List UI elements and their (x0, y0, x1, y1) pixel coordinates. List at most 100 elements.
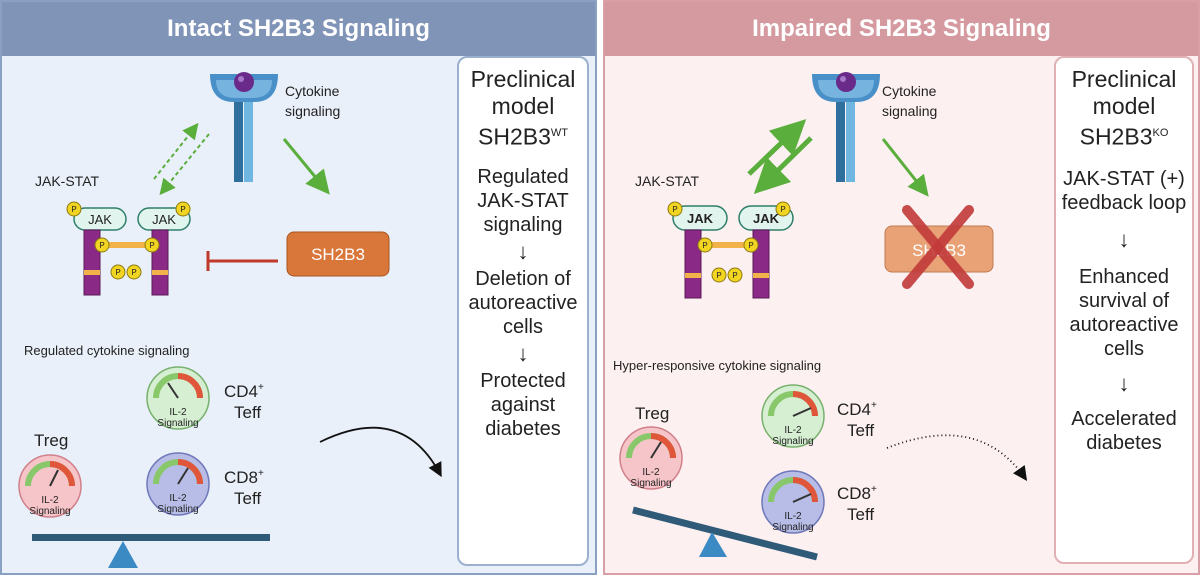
signal-arrow-to-sh2b3 (282, 138, 330, 195)
gauge-label-1: IL-2 (169, 407, 187, 418)
step-3-line-1: Accelerated (1071, 407, 1177, 430)
gauge-label-1: IL-2 (784, 511, 802, 522)
jak-label-left: JAK (687, 211, 714, 226)
step-2-line-1: Deletion of (475, 267, 571, 290)
sh2b3-label: SH2B3 (311, 245, 365, 264)
p-label: P (180, 205, 185, 214)
cd4-teff-label: Teff (847, 421, 874, 440)
treg-cell-icon (18, 454, 82, 518)
step-1-line-3: signaling (483, 213, 563, 236)
step-2-line-4: cells (1103, 337, 1144, 360)
step-2-line-3: cells (502, 315, 543, 338)
gauge-label-2: Signaling (157, 504, 198, 515)
cytokine-label-1: Cytokine (285, 83, 340, 99)
feedback-arrow-up (747, 119, 807, 176)
step-3-line-2: diabetes (1086, 431, 1162, 454)
curved-arrow (319, 426, 442, 478)
cytokine-label-1: Cytokine (882, 83, 937, 99)
p-label: P (149, 241, 154, 250)
cytokine-label-2: signaling (882, 103, 937, 119)
impaired-panel: Impaired SH2B3 Signaling Cytokine sign (603, 0, 1200, 575)
model-heading-2: model (1092, 93, 1156, 119)
treg-cell-icon (619, 426, 683, 490)
p-label: P (71, 205, 76, 214)
cd4-cell-icon (761, 384, 825, 448)
signal-arrow-to-sh2b3 (881, 138, 929, 197)
jakstat-label: JAK-STAT (635, 173, 699, 189)
treg-label: Treg (34, 431, 68, 450)
cytokine-receptor-icon (812, 72, 880, 182)
p-label: P (131, 268, 136, 277)
jak-label-right: JAK (152, 212, 176, 227)
model-heading-3: SH2B3KO (1079, 123, 1169, 150)
dashed-arrow-up (153, 122, 199, 180)
jak-stat-complex-icon (667, 201, 794, 299)
p-label: P (99, 241, 104, 250)
seesaw-fulcrum (108, 541, 138, 568)
intact-panel: Intact SH2B3 Signaling Cytokine signalin… (0, 0, 597, 575)
gauge-label-1: IL-2 (169, 493, 187, 504)
gauge-label-1: IL-2 (41, 495, 59, 506)
down-arrow: ↓ (517, 340, 529, 366)
down-arrow: ↓ (517, 238, 529, 264)
cd8-label: CD8+ (837, 484, 877, 503)
p-label: P (716, 271, 721, 280)
cd8-cell-icon (146, 452, 210, 516)
p-label: P (672, 205, 677, 214)
step-2-line-2: autoreactive (468, 291, 578, 314)
jak-label-left: JAK (88, 212, 112, 227)
cd8-teff-label: Teff (847, 505, 874, 524)
cd4-cell-icon (146, 366, 210, 430)
feedback-arrow-down (753, 136, 813, 194)
gauge-label-1: IL-2 (642, 467, 660, 478)
p-label: P (702, 241, 707, 250)
intact-title: Intact SH2B3 Signaling (2, 2, 595, 56)
seesaw-fulcrum (699, 532, 727, 557)
sh2b3-box (286, 231, 390, 277)
down-arrow: ↓ (1118, 370, 1130, 396)
gauge-label-2: Signaling (29, 506, 70, 517)
cross-out-icon (902, 205, 974, 289)
jakstat-label: JAK-STAT (35, 173, 99, 189)
caption: Hyper-responsive cytokine signaling (613, 358, 821, 373)
impaired-title: Impaired SH2B3 Signaling (605, 2, 1198, 56)
step-1-line-1: JAK-STAT (+) (1063, 167, 1185, 190)
cd4-teff-label: Teff (234, 403, 261, 422)
caption: Regulated cytokine signaling (24, 343, 190, 358)
gauge-label-2: Signaling (772, 436, 813, 447)
cd4-label: CD4+ (837, 400, 877, 419)
cytokine-receptor-icon (210, 72, 278, 182)
step-1-line-2: feedback loop (1061, 191, 1187, 214)
intact-model-box: Preclinical model SH2B3WT Regulated JAK-… (457, 56, 589, 566)
cd8-label: CD8+ (224, 468, 264, 487)
treg-label: Treg (635, 404, 669, 423)
seesaw-beam (632, 506, 818, 561)
step-3-line-2: against (490, 393, 556, 416)
p-label: P (780, 205, 785, 214)
dashed-arrow-down (159, 133, 210, 196)
jak-stat-complex-icon (66, 201, 191, 296)
curved-arrow (886, 434, 1028, 481)
impaired-model-box: Preclinical model SH2B3KO JAK-STAT (+) f… (1054, 56, 1194, 564)
step-2-line-3: autoreactive (1069, 313, 1179, 336)
cd8-cell-icon (761, 470, 825, 534)
p-label: P (748, 241, 753, 250)
step-1-line-2: JAK-STAT (477, 189, 569, 212)
gauge-label-2: Signaling (772, 522, 813, 533)
cytokine-label-2: signaling (285, 103, 340, 119)
gauge-label-2: Signaling (630, 478, 671, 489)
p-label: P (732, 271, 737, 280)
model-heading-3: SH2B3WT (478, 123, 568, 150)
p-label: P (115, 268, 120, 277)
seesaw-beam (32, 534, 270, 541)
step-2-line-2: survival of (1078, 289, 1170, 312)
step-3-line-1: Protected (480, 369, 566, 392)
step-1-line-1: Regulated (477, 165, 569, 188)
model-heading-2: model (491, 93, 555, 119)
gauge-label-1: IL-2 (784, 425, 802, 436)
cd8-teff-label: Teff (234, 489, 261, 508)
cd4-label: CD4+ (224, 382, 264, 401)
model-heading-1: Preclinical (470, 66, 576, 92)
step-2-line-1: Enhanced (1078, 265, 1170, 288)
jak-label-right: JAK (753, 211, 780, 226)
